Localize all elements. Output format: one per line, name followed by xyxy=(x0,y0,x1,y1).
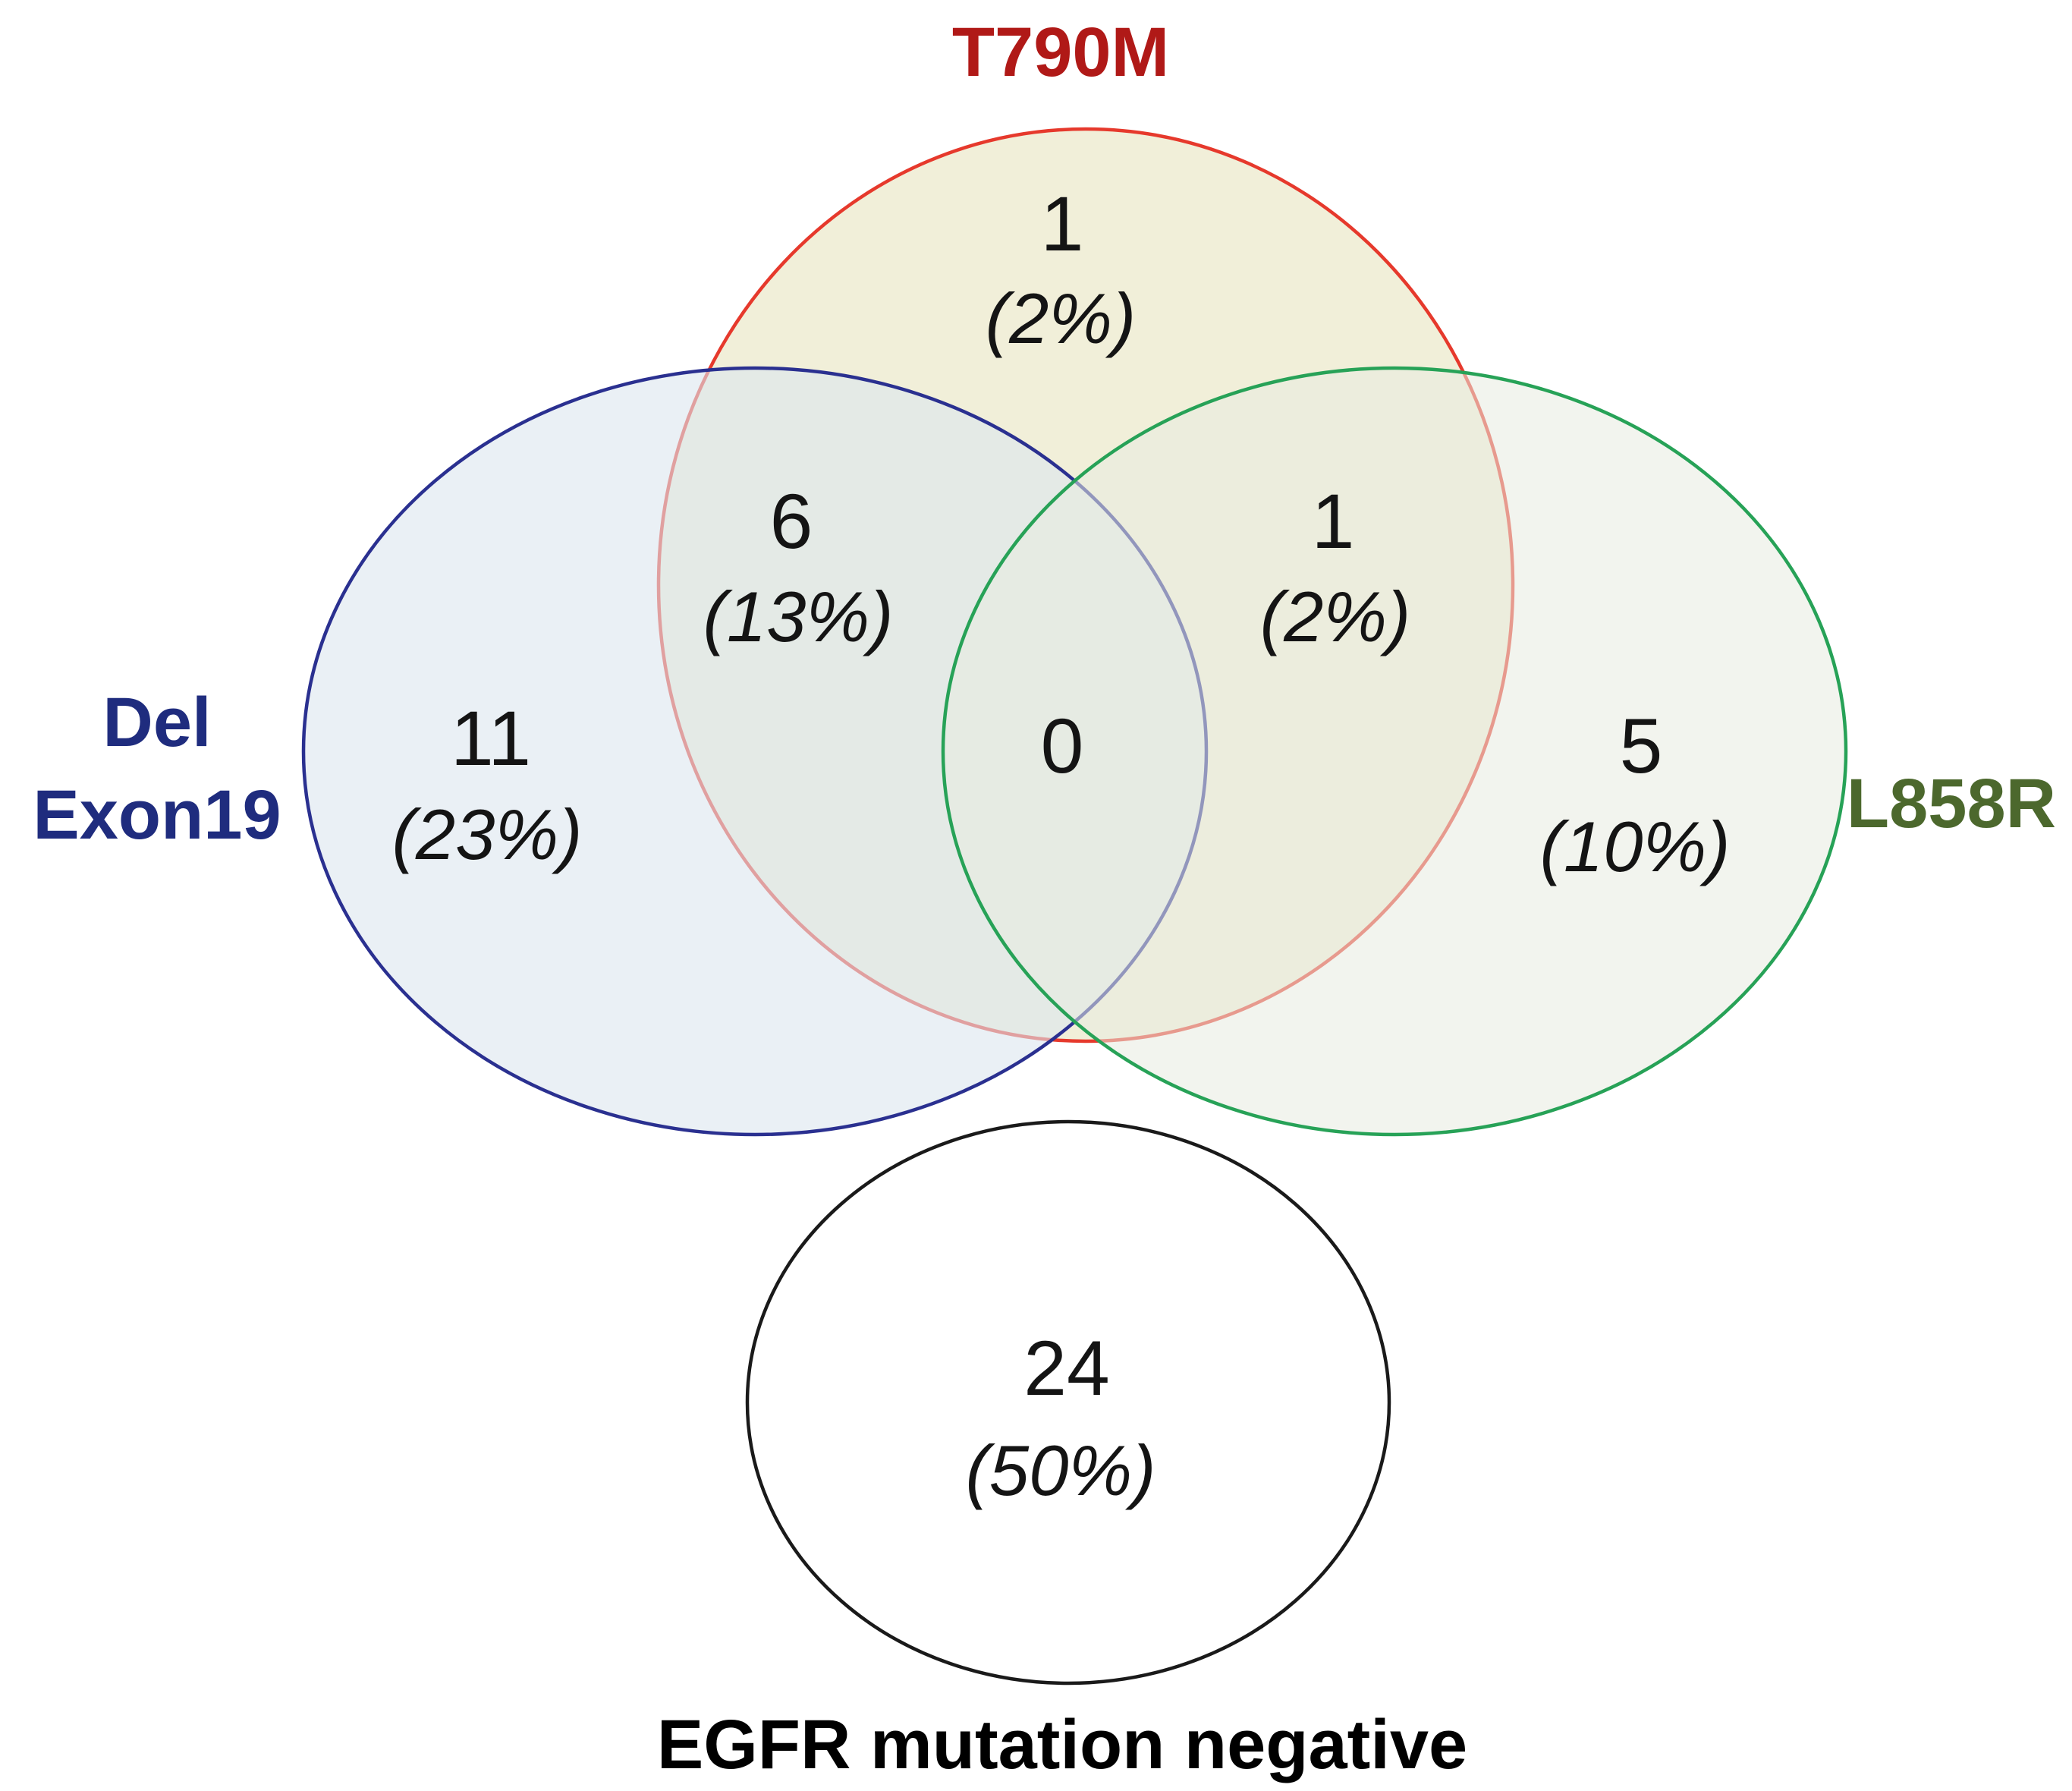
egfr-negative-label: EGFR mutation negative xyxy=(657,1706,1467,1783)
count-all-three: 0 xyxy=(1041,703,1084,789)
l858r-label: L858R xyxy=(1847,765,2056,842)
pct-l858r-only: (10%) xyxy=(1540,807,1731,886)
t790m-label: T790M xyxy=(952,14,1169,91)
egfr-negative-circle xyxy=(745,1119,1391,1686)
l858r-circle xyxy=(941,366,1848,1137)
del-exon19-label-line2: Exon19 xyxy=(33,776,281,854)
count-egfr-negative: 24 xyxy=(1023,1325,1109,1412)
count-t790m-only: 1 xyxy=(1041,181,1084,267)
pct-egfr-negative: (50%) xyxy=(966,1431,1156,1510)
pct-t790m-only: (2%) xyxy=(986,279,1136,358)
pct-t790m-and-l858r: (2%) xyxy=(1260,577,1410,656)
pct-del-only: (23%) xyxy=(392,795,583,874)
count-t790m-and-l858r: 1 xyxy=(1312,478,1355,565)
count-del-and-t790m: 6 xyxy=(770,478,813,565)
pct-del-and-t790m: (13%) xyxy=(703,577,894,656)
count-l858r-only: 5 xyxy=(1620,703,1663,789)
del-exon19-label-line1: Del xyxy=(102,684,211,761)
count-del-only: 11 xyxy=(451,695,531,782)
